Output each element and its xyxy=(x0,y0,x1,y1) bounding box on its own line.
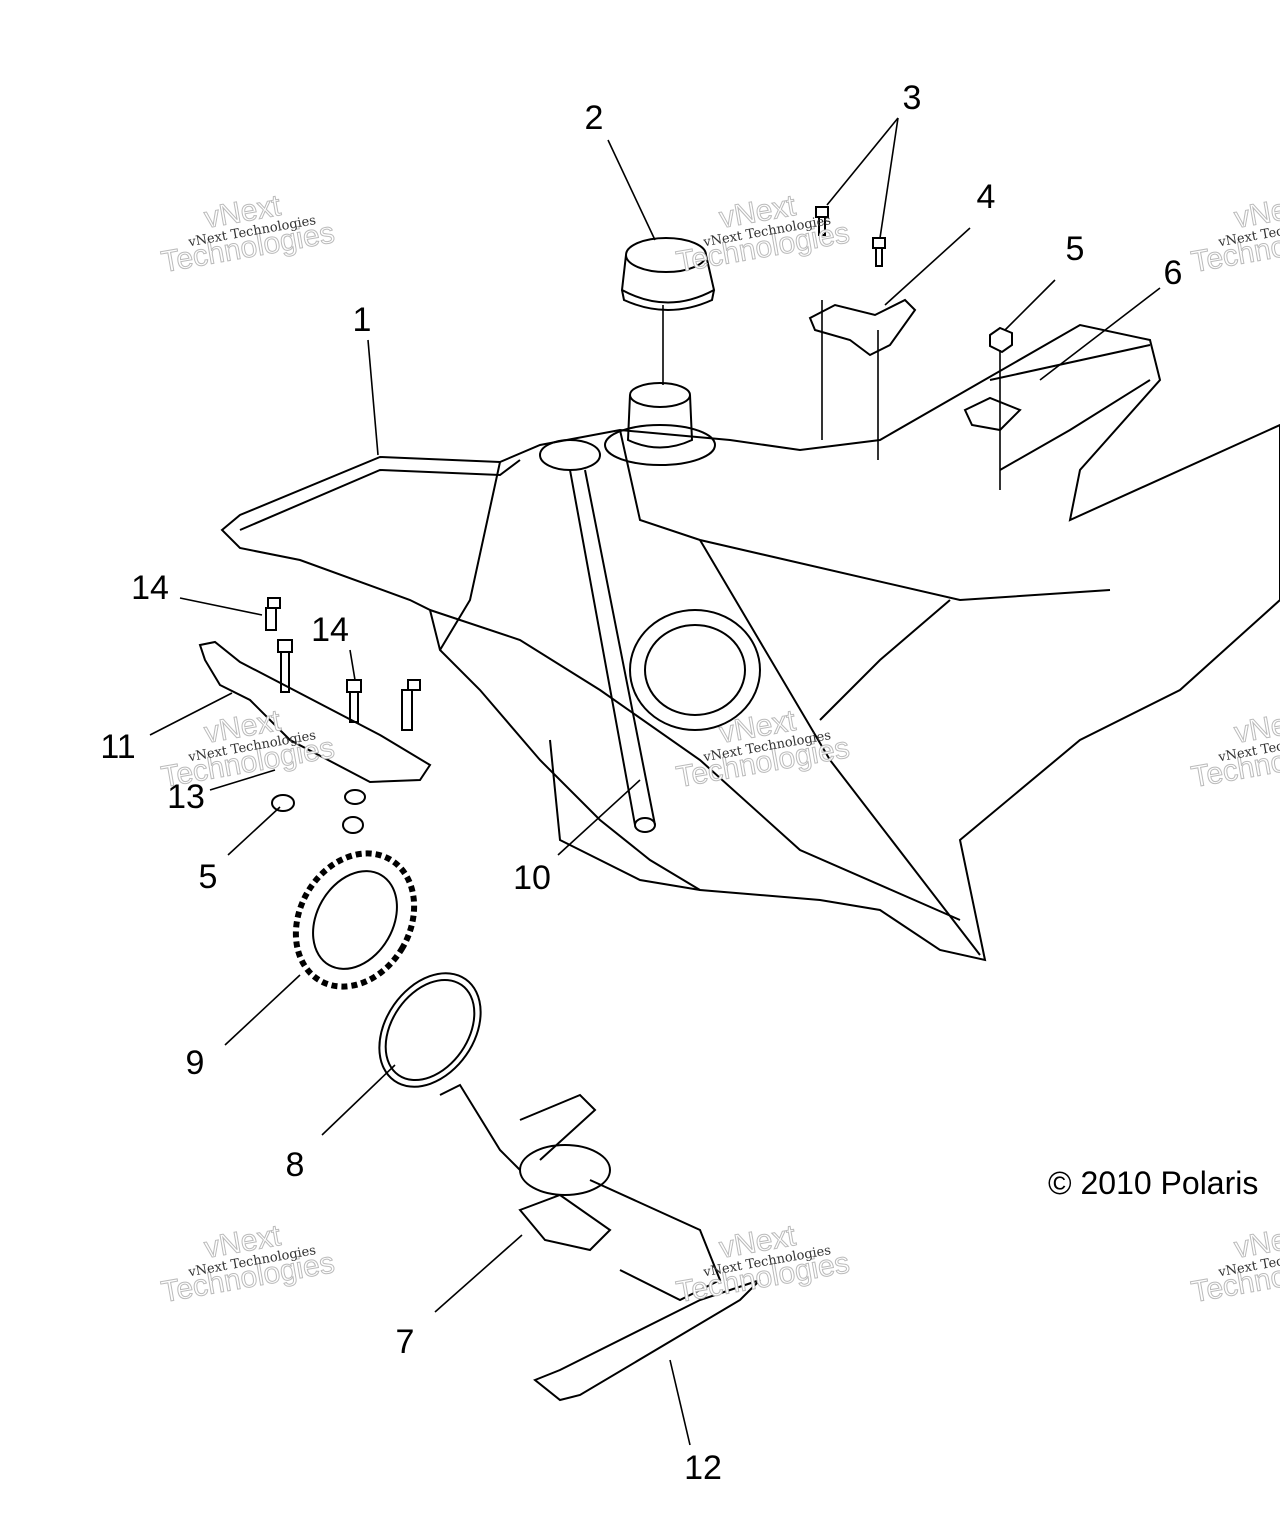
bracket-bolts xyxy=(265,597,421,731)
callout-13: 13 xyxy=(167,778,205,816)
callout-7: 7 xyxy=(395,1323,415,1361)
callout-3: 3 xyxy=(902,79,922,117)
nuts xyxy=(271,789,366,834)
callout-11: 11 xyxy=(100,728,136,766)
nut xyxy=(989,326,1013,354)
copyright-notice: © 2010 Polaris xyxy=(1048,1165,1259,1201)
seal-ring xyxy=(378,972,482,1088)
callout-5: 5 xyxy=(198,858,218,896)
callout-5: 5 xyxy=(1065,230,1085,268)
bolts xyxy=(815,206,886,267)
fuel-tank xyxy=(220,323,1280,962)
callout-8: 8 xyxy=(285,1146,305,1184)
sender-arm xyxy=(533,1279,761,1402)
lock-ring xyxy=(292,850,418,990)
callout-14: 14 xyxy=(311,611,349,649)
callout-6: 6 xyxy=(1163,254,1183,292)
vent-rod xyxy=(569,469,656,833)
filler-neck xyxy=(539,382,761,731)
callout-9: 9 xyxy=(185,1044,205,1082)
mount-bracket xyxy=(198,640,432,784)
bracket xyxy=(808,298,917,357)
leader-lines xyxy=(149,117,1161,1446)
grommet xyxy=(963,396,1022,432)
fuel-cap xyxy=(620,237,716,311)
callout-10: 10 xyxy=(513,859,551,897)
callout-2: 2 xyxy=(584,99,604,137)
callout-1: 1 xyxy=(352,301,372,339)
callout-14: 14 xyxy=(131,569,169,607)
callout-12: 12 xyxy=(684,1449,722,1487)
fuel-pump xyxy=(439,1083,722,1302)
callout-4: 4 xyxy=(976,178,996,216)
